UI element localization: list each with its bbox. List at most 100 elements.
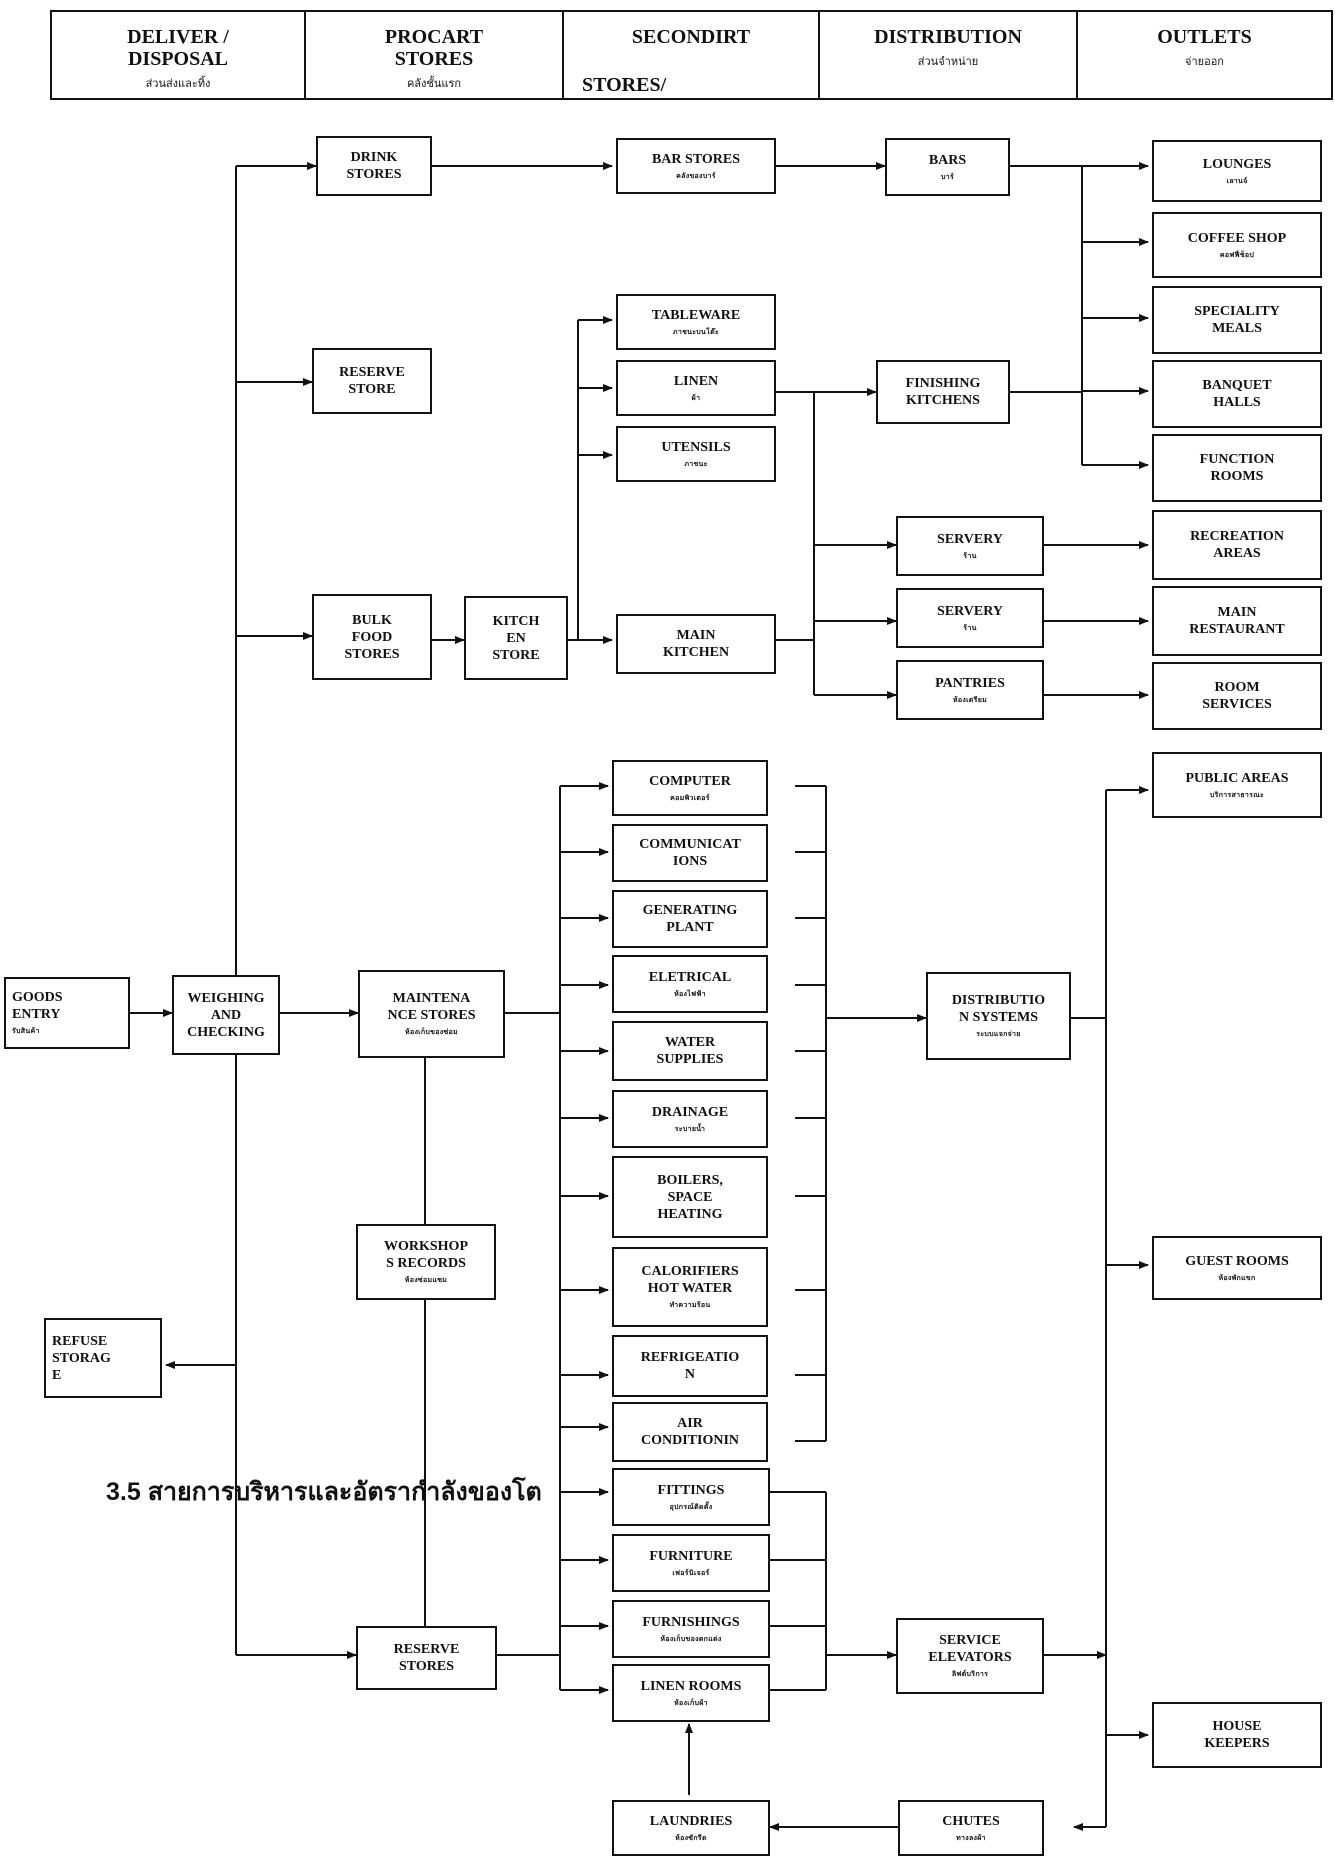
node-label: TABLEWARE xyxy=(651,307,741,323)
node-sublabel: เลานจ์ xyxy=(1226,176,1248,185)
node-sublabel: ห้องเตรียม xyxy=(952,695,988,704)
node-sublabel: เฟอร์นิเจอร์ xyxy=(672,1568,710,1577)
node-speciality-meals: SPECIALITY MEALS xyxy=(1152,286,1322,354)
node-eletrical: ELETRICAL ห้องไฟฟ้า xyxy=(612,955,768,1013)
node-furniture: FURNITURE เฟอร์นิเจอร์ xyxy=(612,1534,770,1592)
node-house-keepers: HOUSE KEEPERS xyxy=(1152,1702,1322,1768)
node-label: RECREATION AREAS xyxy=(1190,529,1284,561)
node-sublabel: ผ้า xyxy=(691,393,701,402)
node-label: GENERATING PLANT xyxy=(642,903,738,935)
node-label: GUEST ROOMS xyxy=(1185,1253,1289,1269)
node-sublabel: ห้องซักรีด xyxy=(675,1833,707,1842)
node-distribution-systems: DISTRIBUTIO N SYSTEMS ระบบแจกจ่าย xyxy=(926,972,1071,1060)
node-sublabel: ทางลงผ้า xyxy=(956,1833,986,1842)
node-label: REFRIGEATIO N xyxy=(640,1350,740,1382)
node-sublabel: ห้องไฟฟ้า xyxy=(674,989,706,998)
node-bars: BARS บาร์ xyxy=(885,138,1010,196)
node-label: WORKSHOP S RECORDS xyxy=(383,1239,468,1271)
node-servery-2: SERVERY ร้าน xyxy=(896,588,1044,648)
node-refuse-storage: REFUSE STORAG E xyxy=(44,1318,162,1398)
header-subtitle: ส่วนส่งและทิ้ง xyxy=(145,77,211,90)
node-kitchen-store: KITCH EN STORE xyxy=(464,596,568,680)
node-sublabel: ร้าน xyxy=(963,551,977,560)
node-main-kitchen: MAIN KITCHEN xyxy=(616,614,776,674)
node-furnishings: FURNISHINGS ห้องเก็บของตกแต่ง xyxy=(612,1600,770,1658)
node-finishing-kitchens: FINISHING KITCHENS xyxy=(876,360,1010,424)
node-workshops-records: WORKSHOP S RECORDS ห้องซ่อมแซม xyxy=(356,1224,496,1300)
node-bulk-food-stores: BULK FOOD STORES xyxy=(312,594,432,680)
node-generating-plant: GENERATING PLANT xyxy=(612,890,768,948)
node-fittings: FITTINGS อุปกรณ์ติดตั้ง xyxy=(612,1468,770,1526)
header-title: SECONDIRT xyxy=(631,26,751,48)
node-sublabel: คอมพิวเตอร์ xyxy=(670,793,710,802)
node-water-supplies: WATER SUPPLIES xyxy=(612,1021,768,1081)
node-label: RESERVE STORES xyxy=(393,1642,460,1674)
node-label: LOUNGES xyxy=(1202,156,1272,172)
node-calorifiers-hot-water: CALORIFIERS HOT WATER ทำความร้อน xyxy=(612,1247,768,1327)
node-label: PUBLIC AREAS xyxy=(1185,770,1289,786)
node-label: COMPUTER xyxy=(649,773,731,789)
node-label: BAR STORES xyxy=(651,151,741,167)
node-label: GOODS ENTRY xyxy=(12,990,63,1022)
node-goods-entry: GOODS ENTRY รับสินค้า xyxy=(4,977,130,1049)
node-banquet-halls: BANQUET HALLS xyxy=(1152,360,1322,428)
header-title: OUTLETS xyxy=(1157,26,1252,48)
node-label: BULK FOOD STORES xyxy=(344,612,400,662)
section-caption: 3.5 สายการบริหารและอัตรากำลังของโต xyxy=(106,1478,542,1506)
node-recreation-areas: RECREATION AREAS xyxy=(1152,510,1322,580)
header-subtitle: คลังชั้นแรก xyxy=(406,77,462,90)
node-sublabel: บาร์ xyxy=(940,172,955,181)
node-label: FURNISHINGS xyxy=(642,1614,740,1630)
node-label: COMMUNICAT IONS xyxy=(639,837,741,869)
node-label: DISTRIBUTIO N SYSTEMS xyxy=(951,993,1046,1025)
node-sublabel: ลิฟต์บริการ xyxy=(951,1670,989,1678)
node-sublabel: ภาชนะ xyxy=(684,459,708,468)
node-label: DRINK STORES xyxy=(346,150,402,182)
node-pantries: PANTRIES ห้องเตรียม xyxy=(896,660,1044,720)
node-label: ELETRICAL xyxy=(648,969,732,985)
header-subtitle: จ่ายออก xyxy=(1185,55,1224,68)
node-refrigeration: REFRIGEATIO N xyxy=(612,1335,768,1397)
node-label: MAIN KITCHEN xyxy=(662,628,730,660)
node-servery-1: SERVERY ร้าน xyxy=(896,516,1044,576)
node-label: SERVERY xyxy=(937,603,1003,619)
node-label: HOUSE KEEPERS xyxy=(1204,1719,1270,1751)
node-label: BARS xyxy=(928,152,967,168)
node-computer: COMPUTER คอมพิวเตอร์ xyxy=(612,760,768,816)
header-deliver-disposal: DELIVER / DISPOSAL ส่วนส่งและทิ้ง xyxy=(50,10,306,100)
header-subtitle: ส่วนจำหน่าย xyxy=(917,55,979,68)
node-sublabel: ห้องเก็บผ้า xyxy=(674,1698,708,1707)
node-label: BOILERS, SPACE HEATING xyxy=(657,1172,723,1222)
node-label: SERVERY xyxy=(937,531,1003,547)
header-extra: STORES/ xyxy=(582,74,667,96)
node-sublabel: อุปกรณ์ติดตั้ง xyxy=(669,1502,713,1511)
node-label: ROOM SERVICES xyxy=(1202,680,1272,712)
node-bar-stores: BAR STORES คลังของบาร์ xyxy=(616,138,776,194)
node-public-areas: PUBLIC AREAS บริการสาธารณะ xyxy=(1152,752,1322,818)
node-label: WEIGHING AND CHECKING xyxy=(187,990,265,1040)
node-label: RESERVE STORE xyxy=(339,365,405,397)
node-label: LINEN ROOMS xyxy=(640,1678,742,1694)
node-label: KITCH EN STORE xyxy=(492,613,540,663)
node-sublabel: ห้องเก็บของซ่อม xyxy=(405,1028,458,1036)
node-function-rooms: FUNCTION ROOMS xyxy=(1152,434,1322,502)
node-label: PANTRIES xyxy=(935,675,1005,691)
node-label: SERVICE ELEVATORS xyxy=(928,1633,1012,1665)
node-label: DRAINAGE xyxy=(651,1104,729,1120)
node-sublabel: บริการสาธารณะ xyxy=(1209,790,1265,799)
node-lounges: LOUNGES เลานจ์ xyxy=(1152,140,1322,202)
node-reserve-stores: RESERVE STORES xyxy=(356,1626,497,1690)
node-label: LAUNDRIES xyxy=(649,1813,733,1829)
node-sublabel: ทำความร้อน xyxy=(669,1301,711,1309)
header-title: DELIVER / DISPOSAL xyxy=(127,26,229,70)
header-title: DISTRIBUTION xyxy=(874,26,1022,48)
node-communications: COMMUNICAT IONS xyxy=(612,824,768,882)
node-guest-rooms: GUEST ROOMS ห้องพักแขก xyxy=(1152,1236,1322,1300)
node-label: UTENSILS xyxy=(661,439,731,455)
node-label: REFUSE STORAG E xyxy=(52,1333,111,1383)
node-coffee-shop: COFFEE SHOP คอฟฟี่ช็อป xyxy=(1152,212,1322,278)
node-boilers-space-heating: BOILERS, SPACE HEATING xyxy=(612,1156,768,1238)
node-sublabel: คลังของบาร์ xyxy=(676,171,716,180)
node-sublabel: ห้องพักแขก xyxy=(1218,1273,1256,1282)
